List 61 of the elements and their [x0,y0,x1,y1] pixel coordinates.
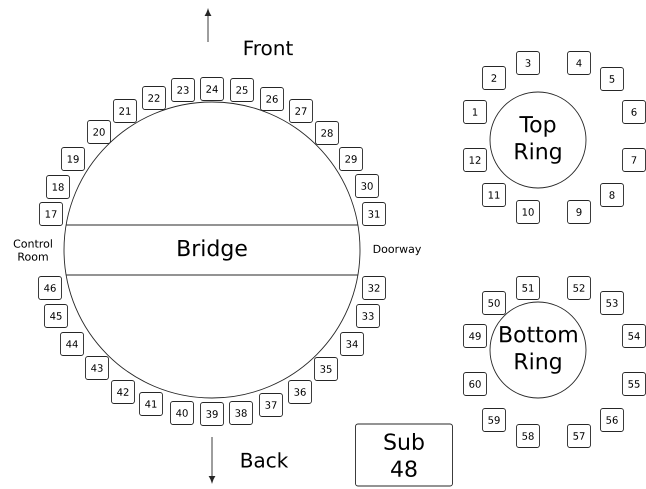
seat-box: 6 [622,100,646,124]
seat-box: 4 [567,51,591,75]
seat-box: 54 [622,324,646,348]
seat-box: 42 [111,380,135,404]
seat-box: 29 [339,147,363,171]
seat-box: 30 [355,174,379,198]
seat-box: 44 [60,332,84,356]
seat-box: 2 [482,66,506,90]
seat-box: 46 [38,276,62,300]
direction-label: Back [242,452,288,468]
seat-box: 33 [356,304,380,328]
seat-box: 10 [516,200,540,224]
seat-box: 52 [567,276,591,300]
seat-box: 17 [39,202,63,226]
seat-box: 28 [315,121,339,145]
seat-box: 58 [516,424,540,448]
seat-box: 35 [314,357,338,381]
seat-box: 22 [142,86,166,110]
seat-box: 55 [622,372,646,396]
seat-box: 34 [340,332,364,356]
seat-box: 11 [482,183,506,207]
seat-box: 51 [516,276,540,300]
seat-box: 9 [567,200,591,224]
seat-box: 19 [61,147,85,171]
seat-box: 18 [46,175,70,199]
seat-box: 40 [170,401,194,425]
seat-box: 20 [87,120,111,144]
seat-box: 26 [260,87,284,111]
seat-box: 43 [85,356,109,380]
seat-box: 60 [463,372,487,396]
seat-box: 23 [171,78,195,102]
seat-box: 57 [567,424,591,448]
seat-box: 53 [600,291,624,315]
seat-box: 27 [289,99,313,123]
seat-box: 45 [44,304,68,328]
seat-box: 41 [139,392,163,416]
seat-box: 21 [113,99,137,123]
seat-box: 37 [259,393,283,417]
seat-box: 7 [622,148,646,172]
seat-box: 59 [482,408,506,432]
seat-box: 39 [200,402,224,426]
direction-label: Control Room [14,239,52,261]
direction-label: Doorway [374,244,422,256]
seat-box: 56 [600,408,624,432]
seat-box: 38 [229,401,253,425]
seat-box: 5 [600,67,624,91]
seat-box: 50 [482,291,506,315]
seat-box: 32 [362,276,386,300]
seat-box: 12 [463,148,487,172]
seat-box: 1 [463,100,487,124]
bridge-circle [64,102,360,398]
seat-box: 3 [516,51,540,75]
seat-box: 24 [200,77,224,101]
bridge-band: Bridge [66,224,358,276]
direction-label: Front [244,40,293,56]
seat-box: 8 [600,183,624,207]
seat-box: 25 [230,78,254,102]
sub-box: Sub 48 [355,424,453,486]
seat-box: 36 [288,380,312,404]
seat-box: 31 [362,202,386,226]
seat-box: 49 [463,324,487,348]
